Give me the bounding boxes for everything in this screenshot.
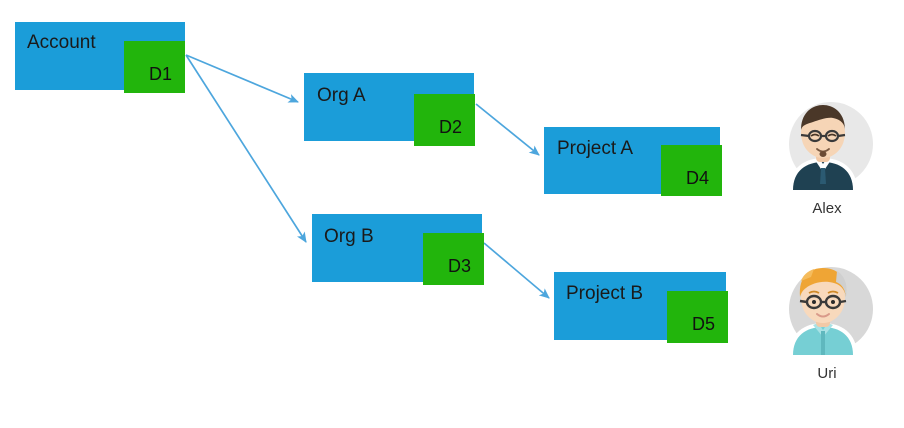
badge-d2-label: D2: [438, 117, 462, 137]
node-project-a-label: Project A: [557, 138, 634, 159]
badge-d4-label: D4: [685, 167, 709, 188]
badge-d5[interactable]: D5: [667, 291, 728, 343]
node-org-b-label: Org B: [324, 226, 374, 247]
avatar-uri-icon: [789, 267, 873, 355]
edge-org-a-to-project-a: [475, 103, 540, 156]
node-account-label: Account: [27, 32, 96, 53]
badge-d4[interactable]: D4: [661, 145, 722, 196]
badge-d5-label: D5: [691, 314, 715, 334]
edge-account-to-org-b: [185, 54, 307, 243]
badge-d1-label: D1: [148, 64, 172, 84]
person-alex-name: Alex: [812, 200, 842, 217]
node-org-a-label: Org A: [317, 85, 366, 106]
node-project-b-label: Project B: [566, 283, 644, 304]
avatar-alex-icon: [789, 102, 873, 190]
badge-d3-label: D3: [447, 256, 471, 276]
badge-d2[interactable]: D2: [414, 94, 475, 146]
edge-org-b-to-project-b: [483, 242, 550, 299]
person-uri-name: Uri: [817, 365, 837, 382]
person-uri: Uri: [772, 257, 882, 382]
edge-account-to-org-a: [185, 54, 299, 103]
badge-d1[interactable]: D1: [124, 41, 185, 93]
badge-d3[interactable]: D3: [423, 233, 484, 285]
person-alex: Alex: [772, 92, 882, 217]
